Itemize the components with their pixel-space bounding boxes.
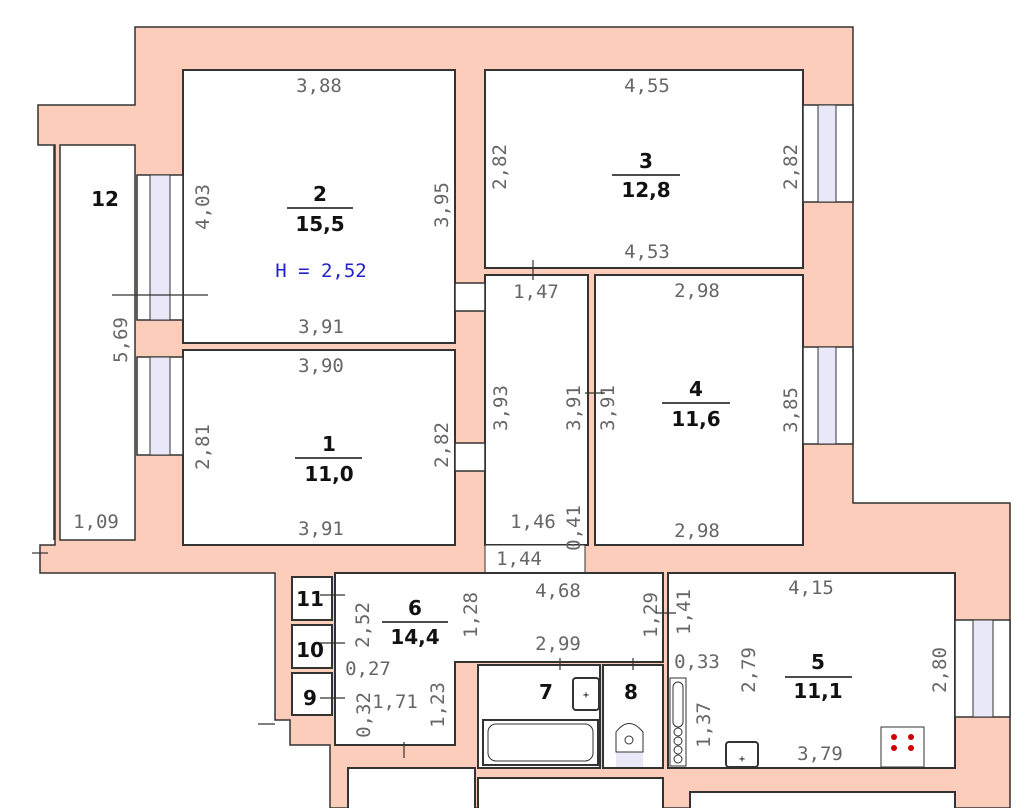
svg-text:+: + (739, 754, 745, 765)
room-7-number: 7 (539, 680, 553, 704)
dim: 0,33 (674, 651, 720, 673)
dim: 0,32 (353, 692, 375, 738)
dim: 4,55 (624, 75, 670, 97)
dim: 3,91 (563, 385, 585, 431)
dim: 2,52 (352, 602, 374, 648)
toilet-icon (615, 723, 644, 767)
dim: 4,68 (535, 580, 581, 602)
dim: 2,80 (929, 647, 951, 693)
dim: 1,44 (496, 548, 542, 570)
room-3 (484, 69, 804, 269)
room-6-area: 14,4 (390, 625, 439, 649)
dim: 1,37 (693, 702, 715, 748)
room-12-number: 12 (91, 187, 119, 211)
dim: 4,15 (788, 577, 834, 599)
dim: 1,41 (673, 589, 695, 635)
dim: 5,69 (110, 317, 132, 363)
room-11-number: 11 (296, 587, 324, 611)
room-10-number: 10 (296, 638, 324, 662)
room-5-number: 5 (811, 650, 825, 674)
dim: 1,29 (640, 592, 662, 638)
closet-9 (291, 672, 333, 716)
dim: 2,99 (535, 633, 581, 655)
room-2-number: 2 (313, 182, 327, 206)
room-4-number: 4 (689, 377, 703, 401)
room-1 (182, 349, 456, 546)
dim: 1,23 (427, 682, 449, 728)
dimension-ticks (32, 260, 676, 758)
room-6-number: 6 (408, 596, 422, 620)
dim: 3,91 (298, 518, 344, 540)
dim: 2,79 (738, 647, 760, 693)
room-5-area: 11,1 (793, 679, 842, 703)
sink-icon: + (572, 677, 600, 711)
dim: 2,82 (489, 144, 511, 190)
room-8-number: 8 (624, 680, 638, 704)
bathtub-icon (482, 719, 599, 766)
room-4-area: 11,6 (671, 407, 720, 431)
dim: 3,91 (298, 316, 344, 338)
stove-icon (880, 726, 925, 768)
room-3-area: 12,8 (621, 178, 670, 202)
lower-room-a (347, 767, 476, 808)
dim: 4,53 (624, 241, 670, 263)
ceiling-height: H = 2,52 (275, 260, 367, 282)
dim: 3,91 (597, 385, 619, 431)
balcony-12 (59, 144, 136, 541)
room-9-number: 9 (303, 686, 317, 710)
dim: 2,81 (192, 424, 214, 470)
lower-room-b (477, 777, 664, 808)
radiator-icon (669, 677, 687, 767)
windows (136, 104, 1011, 718)
dim: 3,93 (490, 385, 512, 431)
svg-text:+: + (583, 690, 589, 701)
corridor (484, 274, 589, 546)
dim: 1,09 (73, 511, 119, 533)
closet-11 (291, 576, 333, 621)
dim: 3,90 (298, 355, 344, 377)
dim: 1,71 (372, 691, 418, 713)
dim: 4,03 (192, 184, 214, 230)
dim: 3,85 (780, 387, 802, 433)
lower-room-c (689, 791, 956, 808)
room-6 (334, 572, 664, 746)
room-2 (182, 69, 456, 344)
dim: 3,79 (797, 743, 843, 765)
dim: 1,28 (460, 592, 482, 638)
dim: 1,47 (513, 281, 559, 303)
dim: 2,82 (431, 422, 453, 468)
dim: 1,46 (510, 511, 556, 533)
room-3-number: 3 (639, 149, 653, 173)
dim: 0,27 (345, 658, 391, 680)
dim: 2,98 (674, 280, 720, 302)
room-1-area: 11,0 (304, 462, 353, 486)
room-2-area: 15,5 (295, 212, 344, 236)
dim: 3,95 (431, 182, 453, 228)
closet-10 (291, 624, 333, 669)
dim: 0,41 (563, 505, 585, 551)
corridor-door (484, 544, 586, 574)
dim: 2,82 (780, 144, 802, 190)
dim: 2,98 (674, 520, 720, 542)
room-1-number: 1 (322, 432, 336, 456)
kitchen-sink-icon: + (725, 741, 759, 768)
room-4 (594, 274, 804, 546)
dim: 3,88 (296, 75, 342, 97)
